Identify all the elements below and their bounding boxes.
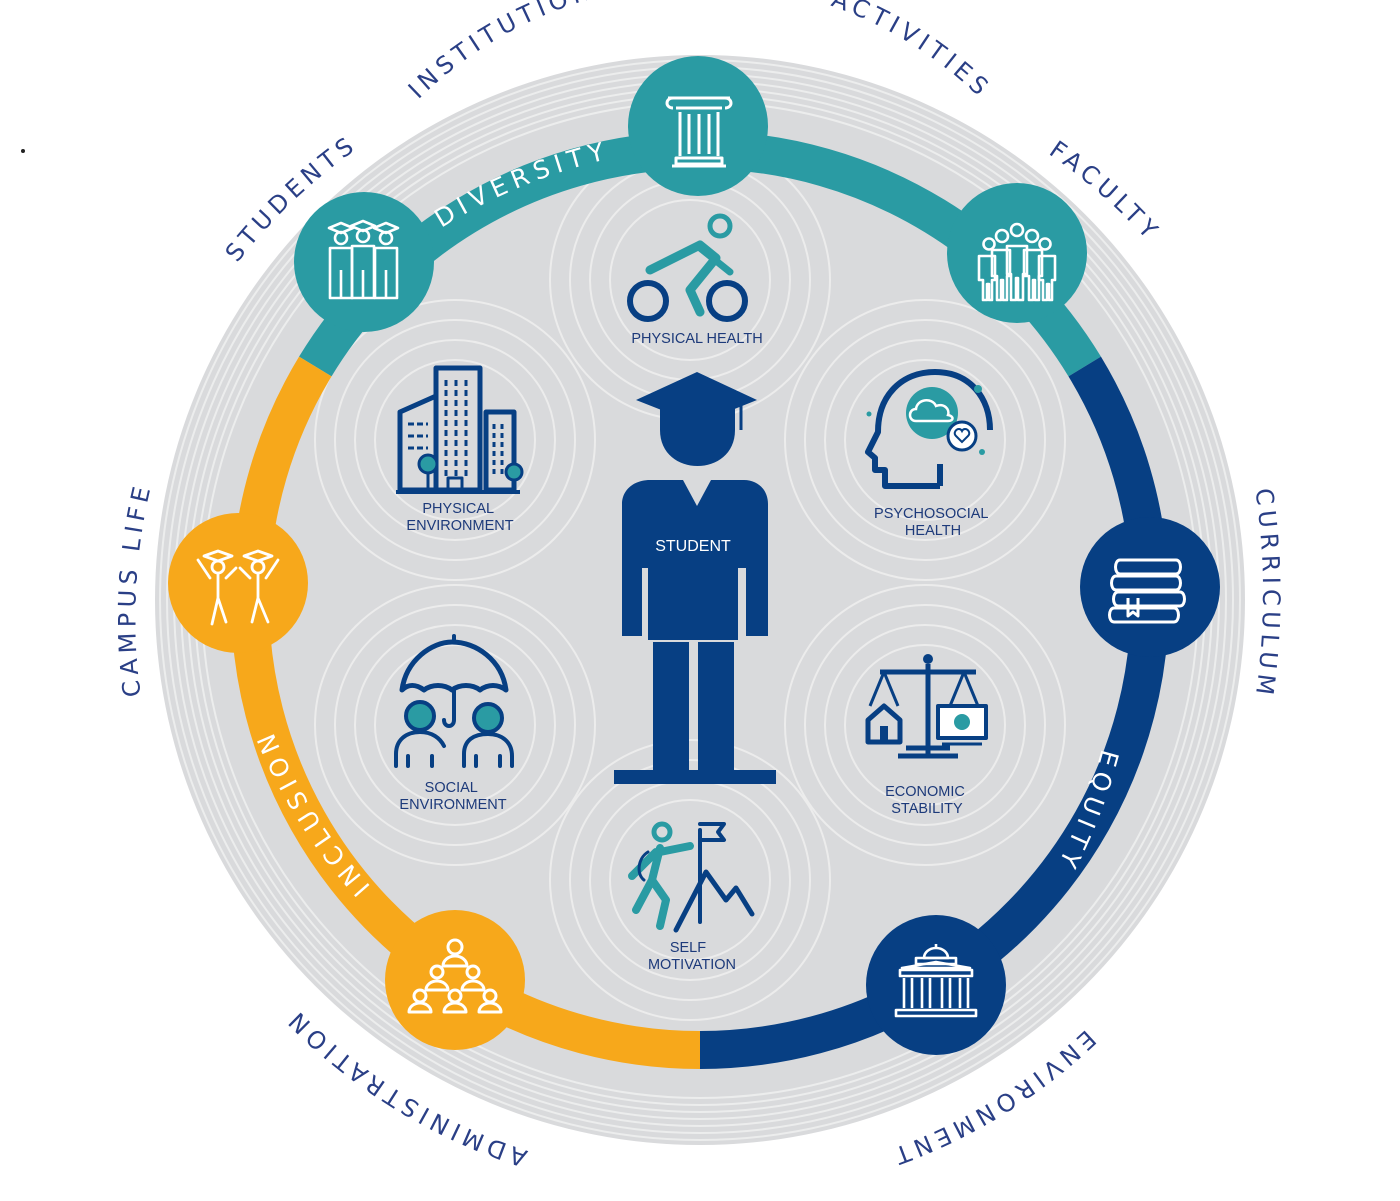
umbrella-people-icon bbox=[394, 634, 514, 768]
student-label: STUDENT bbox=[655, 538, 731, 555]
physical-environment-label: PHYSICAL ENVIRONMENT bbox=[406, 501, 513, 534]
physical-health-node: PHYSICAL HEALTH bbox=[627, 213, 763, 347]
column-icon bbox=[665, 96, 733, 168]
head-mind-icon bbox=[865, 369, 993, 489]
equity-arc bbox=[699, 356, 1170, 1069]
self-motivation-label: SELF MOTIVATION bbox=[648, 940, 736, 973]
node-curriculum bbox=[1080, 517, 1220, 657]
faculty-group-icon bbox=[977, 222, 1057, 302]
social-environment-node: SOCIAL ENVIRONMENT bbox=[394, 634, 514, 813]
psychosocial-health-label: PSYCHOSOCIAL HEALTH bbox=[874, 506, 992, 539]
label-curriculum: CURRICULUM bbox=[1249, 487, 1285, 702]
student-figure bbox=[614, 372, 776, 784]
node-environment bbox=[866, 915, 1006, 1055]
social-environment-label: SOCIAL ENVIRONMENT bbox=[399, 780, 506, 813]
balance-scale-icon bbox=[865, 654, 988, 759]
climber-flag-icon bbox=[628, 821, 755, 933]
city-buildings-icon bbox=[396, 365, 524, 494]
node-culture bbox=[628, 56, 768, 196]
celebrating-graduates-icon bbox=[196, 549, 280, 626]
org-chart-icon bbox=[407, 938, 503, 1014]
campus-building-icon bbox=[894, 944, 978, 1018]
economic-stability-label: ECONOMIC STABILITY bbox=[885, 784, 969, 817]
economic-stability-node: ECONOMIC STABILITY bbox=[865, 654, 988, 817]
psychosocial-health-node: PSYCHOSOCIAL HEALTH bbox=[865, 369, 993, 539]
physical-environment-node: PHYSICAL ENVIRONMENT bbox=[396, 365, 524, 534]
stray-dot bbox=[21, 149, 25, 153]
inclusion-arc bbox=[230, 356, 701, 1069]
self-motivation-node: SELF MOTIVATION bbox=[628, 821, 755, 973]
node-faculty bbox=[947, 183, 1087, 323]
cyclist-icon bbox=[627, 213, 748, 322]
node-administration bbox=[385, 910, 525, 1050]
books-icon bbox=[1108, 558, 1186, 624]
graduates-icon bbox=[327, 219, 400, 300]
node-campus-life bbox=[168, 513, 308, 653]
physical-health-label: PHYSICAL HEALTH bbox=[631, 331, 762, 347]
node-students bbox=[294, 192, 434, 332]
label-campus-life: CAMPUS LIFE bbox=[113, 479, 157, 698]
